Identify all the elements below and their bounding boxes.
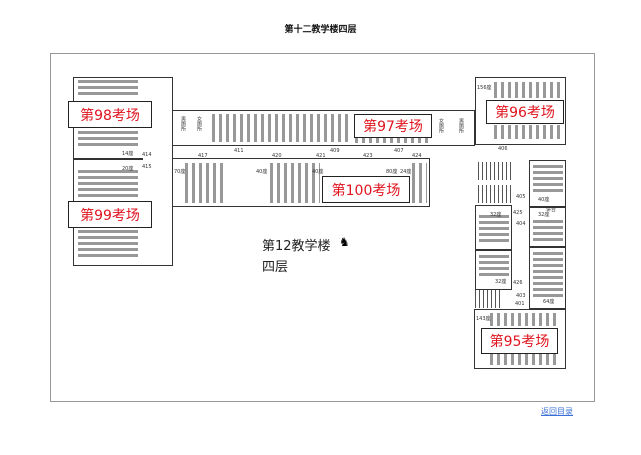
restroom-label: 女厕所 xyxy=(438,118,444,133)
exam-room-95: 第95考场 xyxy=(481,328,558,354)
restroom-label: 男厕所 xyxy=(180,116,186,131)
seat-count: 32座 xyxy=(538,212,550,218)
exam-room-96: 第96考场 xyxy=(486,100,564,124)
seat-count: 40座 xyxy=(538,197,550,203)
page-title: 第十二教学楼四层 xyxy=(284,25,357,35)
back-to-contents-link[interactable]: 返回目录 xyxy=(541,407,573,416)
desks xyxy=(494,82,562,98)
seat-count: 64座 xyxy=(543,299,555,305)
desks xyxy=(355,138,430,143)
desks xyxy=(479,255,509,277)
room-number: 409 xyxy=(330,148,340,154)
desks xyxy=(185,163,225,203)
seat-count: 32座 xyxy=(490,212,502,218)
exam-room-100: 第100考场 xyxy=(322,176,410,203)
seat-count: 40座 xyxy=(312,169,324,175)
exam-room-98: 第98考场 xyxy=(68,101,152,128)
room-number: 403 xyxy=(516,293,526,299)
room-number: 420 xyxy=(272,153,282,159)
exam-room-99: 第99考场 xyxy=(68,201,152,228)
desks xyxy=(490,313,560,326)
staircase xyxy=(478,162,514,180)
room-number: 417 xyxy=(198,153,208,159)
staircase xyxy=(475,290,503,308)
room-number: 411 xyxy=(234,148,244,154)
floor-name: 四层 xyxy=(262,260,289,275)
desks xyxy=(494,125,562,139)
desks xyxy=(533,252,563,297)
room-number: 401 xyxy=(515,301,525,307)
desks xyxy=(78,131,138,146)
room-number: 405 xyxy=(516,194,526,200)
room-number: 423 xyxy=(363,153,373,159)
desks xyxy=(212,114,352,142)
room-number: 407 xyxy=(394,148,404,154)
restroom-label: 女厕所 xyxy=(196,116,202,131)
staircase xyxy=(478,185,514,203)
seat-count: 14座 xyxy=(122,151,134,157)
seat-count: 20座 xyxy=(122,166,134,172)
desks xyxy=(533,220,563,244)
desks xyxy=(78,170,138,198)
seat-count: 156座 xyxy=(477,85,492,91)
exam-room-97: 第97考场 xyxy=(354,114,432,138)
desks xyxy=(270,163,320,203)
seat-count: 24座 xyxy=(400,169,412,175)
seat-count: 32座 xyxy=(495,279,507,285)
room-number: 415 xyxy=(142,164,152,170)
room-number: 404 xyxy=(516,221,526,227)
seat-count: 70座 xyxy=(174,169,186,175)
room-number: 406 xyxy=(498,146,508,152)
desks xyxy=(490,354,560,365)
building-name: 第12教学楼 xyxy=(262,239,331,254)
desks xyxy=(479,215,509,245)
compass-icon: ♞ xyxy=(339,235,350,249)
room-number: 414 xyxy=(142,152,152,158)
desks xyxy=(78,230,138,260)
room-number: 426 xyxy=(513,280,523,286)
room-number: 424 xyxy=(412,153,422,159)
desks xyxy=(533,165,563,195)
desks xyxy=(78,80,138,98)
desks xyxy=(412,163,427,203)
room-number: 425 xyxy=(513,210,523,216)
seat-count: 143座 xyxy=(476,316,491,322)
floor-plan-frame xyxy=(50,53,595,402)
seat-count: 40座 xyxy=(256,169,268,175)
divider xyxy=(73,158,143,160)
podium-label: 讲台 xyxy=(546,207,557,213)
seat-count: 80座 xyxy=(386,169,398,175)
room-number: 421 xyxy=(316,153,326,159)
restroom-label: 男厕所 xyxy=(458,118,464,133)
